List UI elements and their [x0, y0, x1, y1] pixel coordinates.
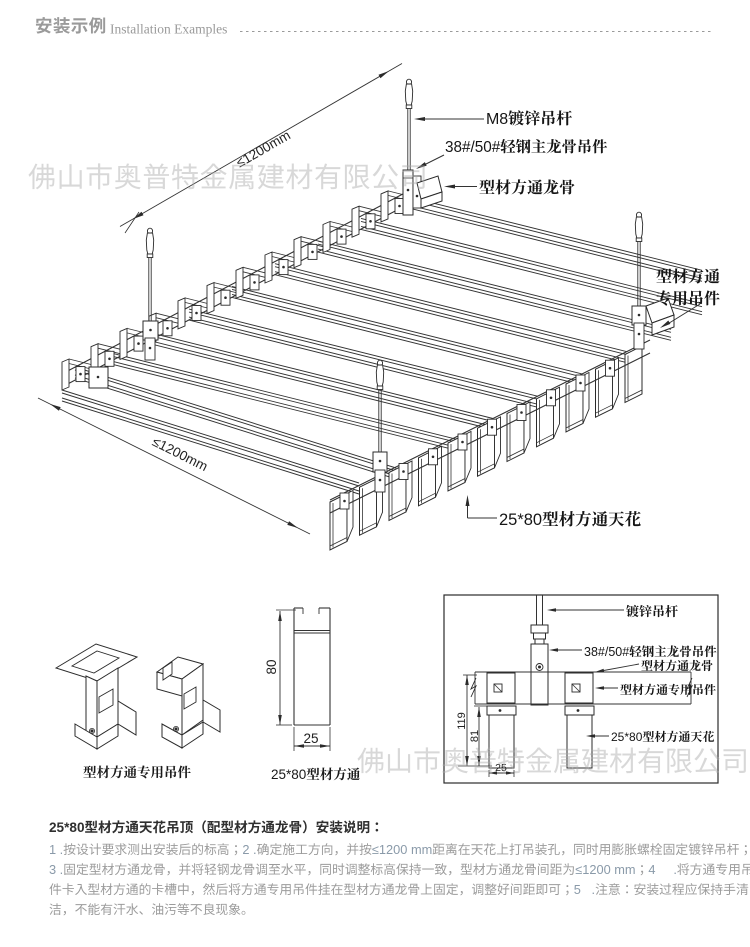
svg-text:25*80: 25*80	[271, 767, 306, 782]
svg-text:4.: 4.	[648, 862, 677, 877]
svg-text:25*80: 25*80	[611, 730, 643, 744]
svg-text:Installation Examples: Installation Examples	[110, 22, 227, 37]
svg-text:≤1200mm: ≤1200mm	[234, 127, 293, 170]
svg-text:2.: 2.	[242, 842, 256, 857]
svg-text:25: 25	[303, 731, 318, 746]
svg-text:38#/50#: 38#/50#	[445, 139, 501, 156]
svg-text:25*80: 25*80	[499, 511, 542, 529]
svg-text:80: 80	[264, 659, 279, 674]
svg-text:25: 25	[495, 762, 507, 774]
svg-text:5.: 5.	[574, 882, 595, 897]
svg-text:25*80: 25*80	[49, 820, 85, 835]
svg-text:3.: 3.	[49, 862, 63, 877]
svg-text:119: 119	[456, 712, 468, 730]
svg-text:≤1200mm: ≤1200mm	[150, 434, 210, 474]
svg-text:≤1200 mm: ≤1200 mm	[575, 862, 635, 877]
svg-text:≤1200 mm: ≤1200 mm	[372, 842, 432, 857]
svg-text:38#/50#: 38#/50#	[584, 645, 629, 659]
svg-text:81: 81	[469, 730, 481, 742]
svg-text:1.: 1.	[49, 842, 63, 857]
svg-text:M8: M8	[486, 111, 508, 128]
